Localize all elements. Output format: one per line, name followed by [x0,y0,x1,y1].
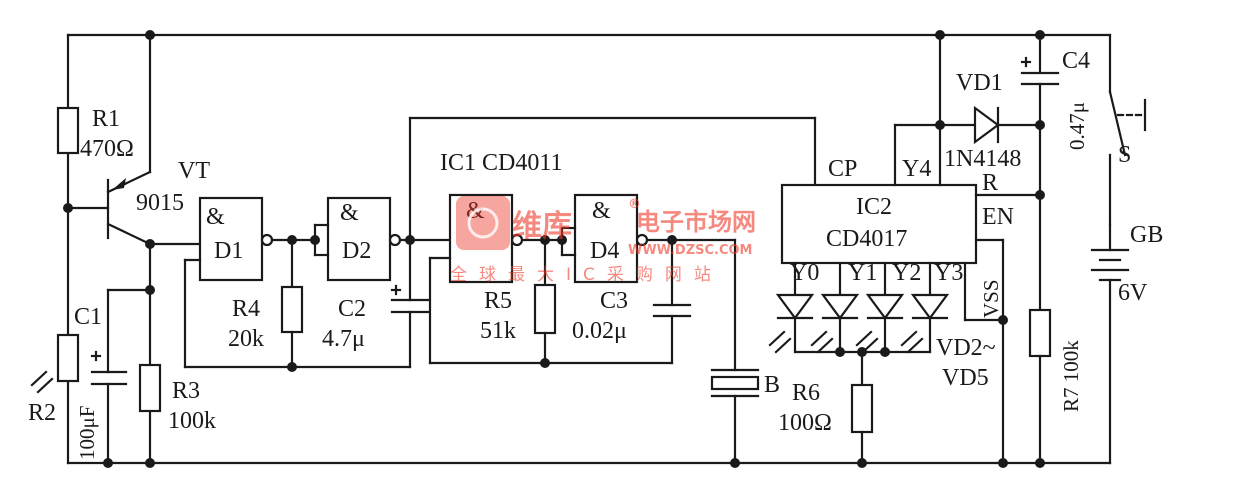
label-vd2: VD2~ [936,335,996,361]
gate-d2 [313,196,452,282]
label-r6: R6 [792,380,820,406]
label-y3: Y3 [934,260,963,286]
gate-d1 [183,196,317,369]
label-d1-symbol: & [206,204,225,230]
watermark-tagline: 全球最大IC采购网站 [450,265,723,285]
label-d2-symbol: & [340,200,359,226]
label-y2: Y2 [892,260,921,286]
label-ic2: IC2 [856,194,892,220]
label-gb: GB [1130,222,1163,248]
label-vt-type: 9015 [136,190,184,216]
resistor-r5 [428,238,674,365]
label-ic2-type: CD4017 [826,226,907,252]
label-vd1: VD1 [956,70,1003,96]
watermark-registered: ® [628,197,641,212]
label-r2: R2 [28,400,56,426]
resistor-r3 [138,363,162,413]
label-d1: D1 [214,238,243,264]
capacitor-c4 [1020,33,1060,312]
label-c3-value: 0.02μ [572,318,627,344]
label-r3: R3 [172,378,200,404]
capacitor-c3 [652,238,692,365]
label-c2-value: 4.7μ [322,326,365,352]
label-r7: R7 100k [1059,340,1083,412]
label-r-pin: R [982,170,998,196]
watermark-logo-icon [456,196,510,250]
label-r3-value: 100k [168,408,216,434]
label-r6-value: 100Ω [778,410,832,436]
junction-dots [63,30,1045,468]
leds-vd2-vd5 [768,261,950,354]
resistor-r6 [850,350,874,465]
resistor-r2 [56,333,80,383]
label-c3: C3 [600,288,628,314]
gate-d4 [560,193,737,284]
resistor-r1 [56,106,80,155]
ic2-cd4017 [780,183,1042,465]
label-r1: R1 [92,106,120,132]
label-c4-value: 0.47μ [1065,102,1089,150]
label-vss: VSS [979,279,1003,318]
watermark: 维库 ® 电子市场网 WWW.DZSC.COM 全球最大IC采购网站 [450,196,756,285]
label-vd5: VD5 [942,365,989,391]
resistor-r7 [1028,308,1052,465]
label-c1: C1 [74,304,102,330]
label-d4: D4 [590,238,619,264]
switch-s [1038,33,1147,227]
label-cp: CP [828,156,857,182]
rails [66,33,1112,465]
label-r4: R4 [232,296,260,322]
watermark-brand: 维库 [512,209,572,244]
label-r1-value: 470Ω [80,136,134,162]
label-c1-value: 100μF [75,406,99,460]
watermark-title: 电子市场网 [636,208,756,236]
label-y4: Y4 [902,156,931,182]
r2-c1-network [30,288,162,465]
label-gb-value: 6V [1118,280,1148,306]
label-en: EN [982,204,1014,230]
label-vd1-type: 1N4148 [944,146,1021,172]
label-y0: Y0 [790,260,819,286]
label-d2: D2 [342,238,371,264]
label-vt: VT [178,158,210,184]
label-r5-value: 51k [480,318,516,344]
label-y1: Y1 [848,260,877,286]
component-labels: R1 470Ω VT 9015 C1 R2 100μF R3 100k & D1… [28,48,1163,460]
watermark-url: WWW.DZSC.COM [628,243,752,258]
resistor-r4 [183,238,412,369]
label-d4-symbol: & [592,198,611,224]
buzzer-b [710,238,760,465]
transistor-vt [66,33,202,465]
label-ic1: IC1 CD4011 [440,150,562,176]
capacitor-c2 [390,116,817,369]
battery-gb [1090,223,1130,465]
label-c4: C4 [1062,48,1090,74]
label-r5: R5 [484,288,512,314]
label-r4-value: 20k [228,326,264,352]
label-b: B [764,372,780,398]
label-s: S [1118,142,1131,168]
label-c2: C2 [338,296,366,322]
